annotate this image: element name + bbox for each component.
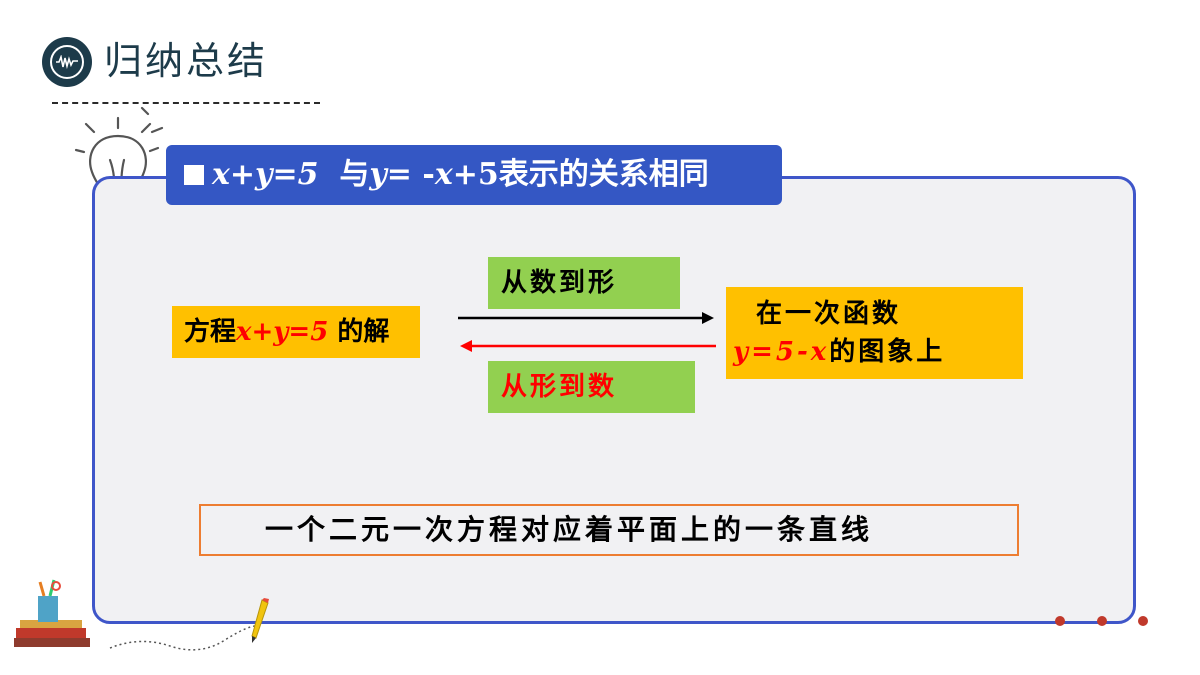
equation-solution-box: 方程x+y=5 的解 (172, 306, 420, 358)
right-equation: y=5-x (733, 337, 830, 367)
banner-eq2-tail: +5 (452, 157, 499, 192)
banner-eq1: x+y=5 (212, 157, 319, 192)
arrows (458, 312, 716, 352)
right-suffix: 的图象上 (829, 337, 946, 367)
right-line1: 在一次函数 (756, 299, 902, 329)
page-title: 归纳总结 (104, 39, 269, 83)
summary-banner: x+y=5 与y= -x+5表示的关系相同 (166, 145, 782, 205)
backward-arrow (460, 340, 716, 352)
decor-dot (1097, 616, 1107, 626)
banner-suffix: 表示的关系相同 (498, 157, 709, 192)
books-pencil-icon (14, 579, 261, 651)
logo-badge (42, 37, 92, 87)
left-prefix: 方程 (184, 317, 237, 347)
banner-eq2-rest: = - (386, 157, 435, 192)
decor-dot (1138, 616, 1148, 626)
decor-dot (1055, 616, 1065, 626)
backward-label: 从形到数 (488, 361, 695, 413)
left-equation: x+y=5 (236, 317, 329, 347)
pencil-icon (251, 598, 269, 643)
conclusion-box: 一个二元一次方程对应着平面上的一条直线 (199, 504, 1019, 556)
left-suffix: 的解 (328, 317, 390, 347)
banner-eq2-y: y (369, 157, 387, 192)
banner-mid: 与 (339, 157, 370, 192)
forward-label: 从数到形 (488, 257, 680, 309)
waveform-icon (50, 45, 84, 79)
title-divider (52, 102, 320, 104)
forward-arrow (458, 312, 714, 324)
square-bullet-icon (184, 165, 204, 185)
banner-eq2-x: x (434, 157, 453, 192)
function-graph-box: 在一次函数 y=5-x的图象上 (726, 287, 1023, 379)
